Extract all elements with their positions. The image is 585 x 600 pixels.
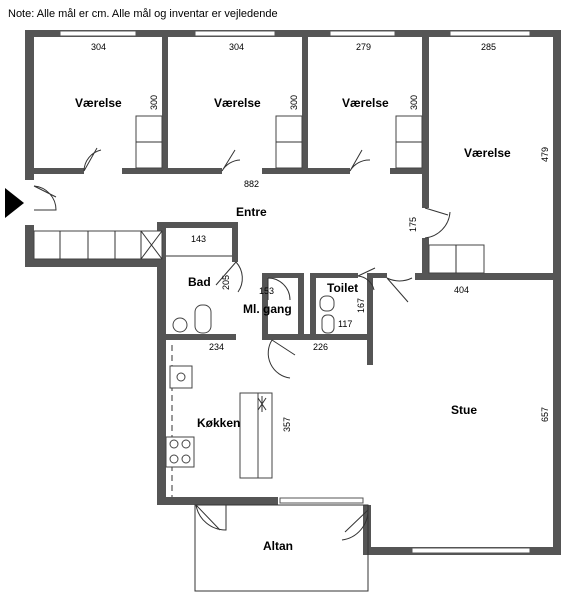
fixtures (33, 115, 485, 592)
dim-v2-depth: 300 (289, 95, 299, 110)
room-label-stue: Stue (451, 403, 477, 417)
room-label-toilet: Toilet (327, 281, 358, 295)
dim-v3-width: 279 (356, 42, 371, 52)
plan-note: Note: Alle mål er cm. Alle mål og invent… (8, 8, 278, 20)
dim-stue-width: 404 (454, 285, 469, 295)
dim-koekken-width: 226 (313, 342, 328, 352)
dim-koekken-depth: 357 (282, 417, 292, 432)
room-label-entre: Entre (236, 205, 267, 219)
dim-v2-width: 304 (229, 42, 244, 52)
dim-gang-width: 153 (259, 286, 274, 296)
dim-v1-width: 304 (91, 42, 106, 52)
room-label-vaerelse-1: Værelse (75, 96, 122, 110)
dim-entre-length: 882 (244, 179, 259, 189)
room-label-vaerelse-4: Værelse (464, 146, 511, 160)
doors (33, 147, 451, 541)
entrance-arrow-icon (5, 188, 24, 218)
dim-bad-depth: 205 (221, 275, 231, 290)
dim-v4-depth: 479 (540, 147, 550, 162)
room-label-ml-gang: Ml. gang (243, 302, 292, 316)
room-label-altan: Altan (263, 539, 293, 553)
room-label-vaerelse-3: Værelse (342, 96, 389, 110)
dim-toilet-width: 117 (338, 319, 352, 329)
dim-toilet-depth: 167 (356, 298, 366, 313)
dim-closet-width: 143 (191, 234, 206, 244)
room-label-koekken: Køkken (197, 416, 240, 430)
dim-v1-depth: 300 (149, 95, 159, 110)
dim-stue-depth: 657 (540, 407, 550, 422)
room-label-bad: Bad (188, 275, 211, 289)
windows (59, 30, 531, 554)
dim-v4-width: 285 (481, 42, 496, 52)
dim-bad-width: 234 (209, 342, 224, 352)
dim-entre-depth: 175 (408, 217, 418, 232)
room-label-vaerelse-2: Værelse (214, 96, 261, 110)
dim-v3-depth: 300 (409, 95, 419, 110)
